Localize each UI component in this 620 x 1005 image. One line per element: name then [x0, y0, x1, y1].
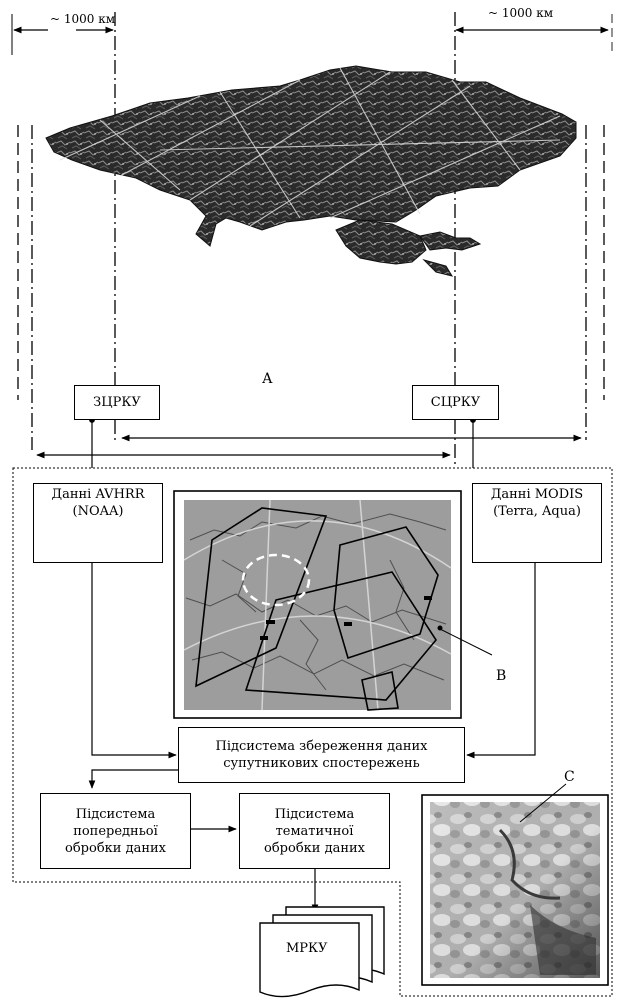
label-c: С [564, 769, 575, 785]
distance-marker-left [11, 14, 114, 55]
distance-marker-right [455, 14, 613, 55]
ukraine-highlight-ellipse [241, 553, 311, 607]
avhrr-line1: Данні AVHRR [51, 487, 145, 502]
thematic-line3: обробки даних [264, 840, 365, 856]
station-east-label: СЦРКУ [430, 395, 481, 410]
preprocessing-line1: Підсистема [75, 806, 156, 822]
output-label: МРКУ [286, 941, 328, 956]
label-b: В [496, 668, 507, 684]
label-a: А [262, 371, 273, 387]
preprocessing-line2: попередньої [73, 823, 158, 839]
station-east: СЦРКУ [412, 385, 499, 420]
flow-connectors [88, 563, 536, 913]
thematic-line1: Підсистема [274, 806, 355, 822]
thematic-line2: тематичної [275, 823, 354, 839]
ukraine-mosaic-map [45, 65, 577, 277]
thematic-subsystem-box: Підсистема тематичної обробки даних [239, 793, 390, 869]
storage-subsystem-box: Підсистема збереження даних супутникових… [178, 727, 465, 783]
storage-line2: супутникових спостережень [223, 756, 420, 771]
station-west-label: ЗЦРКУ [93, 395, 141, 410]
distance-label-left: ~ 1000 км [50, 12, 116, 26]
system-boundary [12, 467, 613, 997]
orbit-coverage-map [173, 490, 493, 719]
modis-line1: Данні MODIS [490, 487, 584, 502]
storage-line1: Підсистема збереження даних [215, 739, 428, 754]
avhrr-line2: (NOAA) [72, 504, 124, 519]
avhrr-data-box: Данні AVHRR (NOAA) [33, 483, 163, 563]
preprocessing-line3: обробки даних [65, 840, 166, 856]
modis-data-box: Данні MODIS (Terra, Aqua) [472, 483, 602, 563]
distance-label-right: ~ 1000 км [488, 6, 554, 20]
modis-line2: (Terra, Aqua) [493, 504, 581, 519]
station-west: ЗЦРКУ [74, 385, 160, 420]
station-links [36, 417, 582, 468]
preprocessing-subsystem-box: Підсистема попередньої обробки даних [40, 793, 191, 869]
satellite-image [421, 783, 609, 986]
output-document-stack [259, 906, 385, 998]
